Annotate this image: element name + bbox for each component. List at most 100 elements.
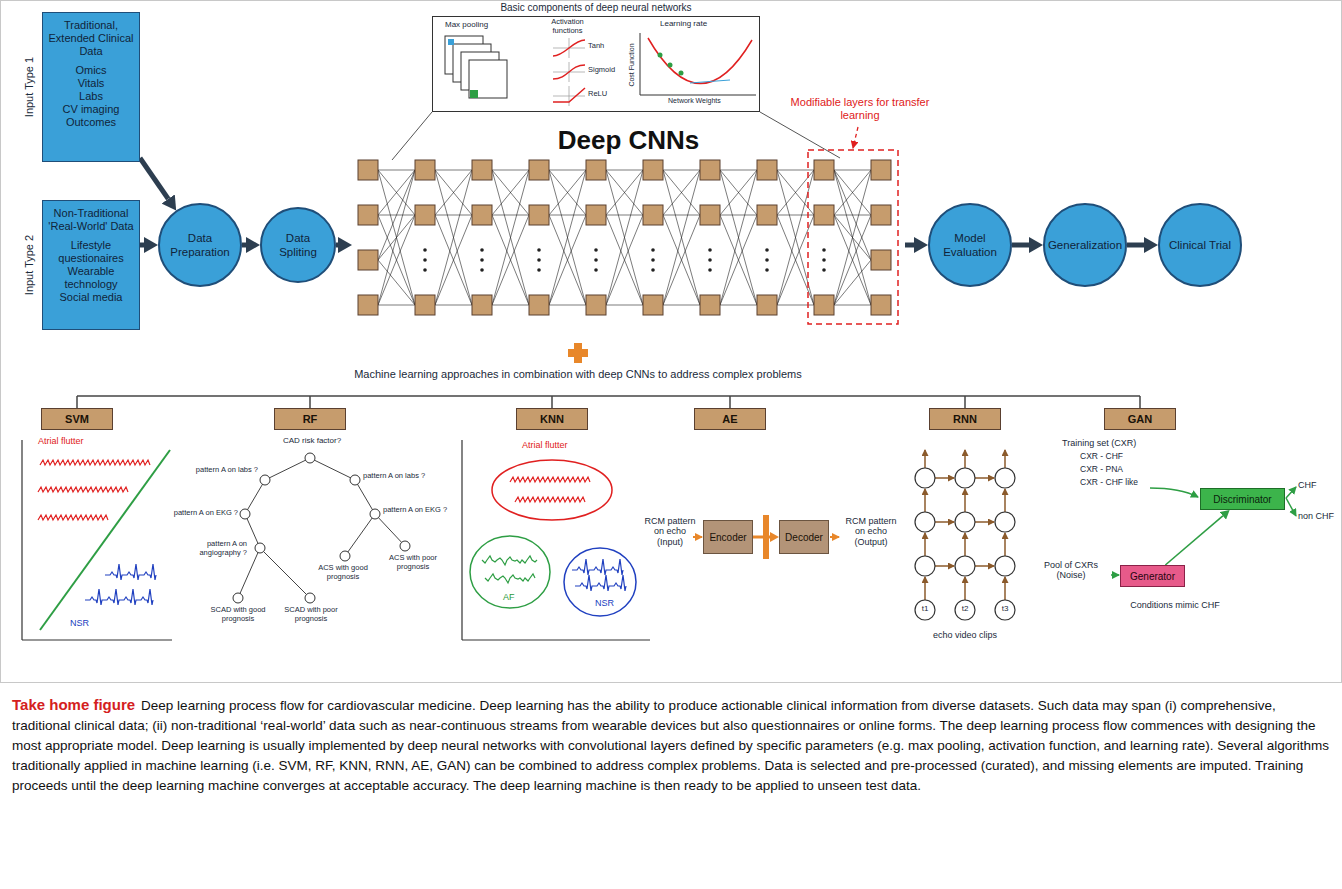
- class-label: NSR: [70, 618, 89, 628]
- network-weight: [720, 215, 757, 216]
- neuron: [472, 295, 492, 315]
- neuron: [757, 295, 777, 315]
- activation-curve: [553, 88, 585, 102]
- ellipsis-dot: [537, 268, 541, 272]
- neuron: [529, 160, 549, 180]
- network-weight: [720, 170, 757, 305]
- rnn-cell: [955, 468, 975, 488]
- ecg-trace: [38, 487, 128, 492]
- flow-arrow: [753, 536, 770, 539]
- node-text: RF: [303, 413, 318, 425]
- neuron: [529, 205, 549, 225]
- tree-question: pattern A on EKG ?: [170, 509, 238, 518]
- rnn-cell: [995, 556, 1015, 576]
- class-label: AF: [503, 592, 515, 602]
- rnn-arrow: [975, 477, 994, 479]
- tree-outcome: SCAD with poor prognosis: [276, 606, 346, 623]
- network-weight: [378, 170, 415, 305]
- ellipsis-dot: [822, 258, 826, 262]
- node-text: Outcomes: [47, 116, 135, 129]
- flow-arrow: [1286, 487, 1296, 498]
- network-weight: [378, 170, 415, 215]
- optimum-marker: [690, 80, 730, 83]
- ellipsis-dot: [822, 248, 826, 252]
- neuron: [814, 205, 834, 225]
- network-weight: [720, 215, 757, 305]
- network-weight: [663, 170, 700, 305]
- flow-arrow: [336, 243, 338, 248]
- flow-arrow: [140, 158, 168, 199]
- data-item: CXR - PNA: [1080, 465, 1123, 475]
- network-weight: [435, 215, 472, 305]
- network-region: Deep CNNs: [352, 125, 905, 340]
- network-weight: [606, 170, 643, 215]
- network-weight: [834, 215, 871, 216]
- node-text: RNN: [953, 413, 977, 425]
- network-weight: [834, 170, 871, 305]
- node-text: Clinical Trial: [1169, 238, 1231, 252]
- time-label: t1: [915, 604, 935, 613]
- figure-title: Take home figure: [12, 696, 135, 713]
- class-label: Atrial flutter: [522, 440, 568, 450]
- flow-arrow: [830, 536, 839, 538]
- gradient-step: [668, 63, 673, 68]
- flow-arrow: [242, 243, 246, 248]
- network-weight: [834, 305, 871, 306]
- node-heading: Basic components of deep neural networks: [433, 2, 759, 13]
- network-weight: [606, 305, 643, 306]
- data-item: CXR - CHF like: [1080, 478, 1138, 488]
- input-box: Input Type 2Non-Traditional 'Real-World'…: [42, 200, 140, 330]
- node-text: Discriminator: [1213, 494, 1271, 505]
- node-heading: Input Type 2: [23, 235, 36, 295]
- plot-axis: [461, 440, 462, 640]
- node-text: GAN: [1128, 413, 1152, 425]
- method-box: GAN: [1104, 408, 1176, 430]
- neuron: [700, 295, 720, 315]
- cost-curve: [648, 38, 752, 84]
- rnn-arrow: [935, 521, 954, 523]
- neuron: [415, 160, 435, 180]
- network-weight: [549, 215, 586, 216]
- plot-axis: [640, 95, 756, 96]
- network-weight: [720, 215, 757, 305]
- network-weight: [378, 170, 415, 215]
- gradient-step: [679, 71, 684, 76]
- network-weight: [663, 305, 700, 306]
- flow-arrow: [1127, 243, 1144, 248]
- node-text: Deep CNNs: [352, 125, 905, 155]
- network-weight: [606, 170, 643, 215]
- ecg-trace: [485, 574, 535, 583]
- rnn-arrow: [975, 521, 994, 523]
- tree-question: pattern A on labs ?: [182, 466, 258, 475]
- network-weight: [720, 170, 757, 305]
- ellipsis-dot: [423, 248, 427, 252]
- cluster-outline: [492, 460, 612, 520]
- process-circle: Clinical Trial: [1158, 203, 1242, 287]
- network-weight: [834, 170, 871, 305]
- flow-arrow: [140, 243, 144, 248]
- rnn-arrow: [975, 565, 994, 567]
- network-weight: [663, 170, 700, 305]
- gradient-step: [658, 53, 663, 58]
- network-weight: [663, 170, 700, 171]
- tree-node: [260, 475, 270, 485]
- panel-label: echo video clips: [915, 630, 1015, 640]
- network-weight: [492, 305, 529, 306]
- ecg-trace: [85, 589, 153, 605]
- node-text: SVM: [65, 413, 89, 425]
- network-weight: [834, 170, 871, 215]
- neuron: [643, 205, 663, 225]
- network-weight: [720, 170, 757, 215]
- neuron: [586, 205, 606, 225]
- network-weight: [378, 260, 415, 305]
- encoder-box: Encoder: [703, 520, 753, 554]
- flow-arrow: [1012, 243, 1029, 248]
- tree-question: CAD risk factor?: [272, 436, 352, 445]
- ecg-trace: [38, 515, 108, 520]
- ellipsis-dot: [765, 248, 769, 252]
- bracket-drop: [309, 396, 311, 408]
- rnn-arrow: [964, 577, 966, 600]
- ecg-trace: [515, 497, 585, 502]
- node-text: AE: [722, 413, 737, 425]
- rnn-cell: [955, 556, 975, 576]
